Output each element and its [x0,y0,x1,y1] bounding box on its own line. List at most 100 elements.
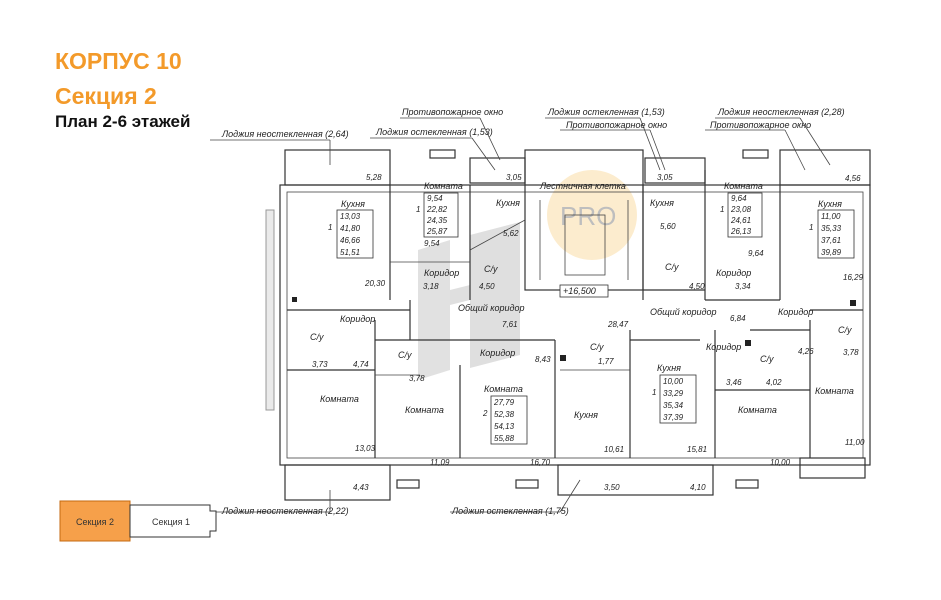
callout-fire-window-3: Противопожарное окно [710,120,811,130]
area-label: 4,74 [353,360,369,369]
area-label: 4,10 [690,483,706,492]
room-bath-2: С/у [665,262,679,272]
apt-table-5: 2 27,79 52,38 54,13 55,88 [482,395,528,445]
apt-area: 23,08 [730,205,752,214]
area-label: 3,50 [604,483,620,492]
room-kitchen-2: Кухня [496,198,520,208]
room-kitchen-4: Кухня [818,199,842,209]
area-label: 15,81 [687,445,707,454]
area-label: 1,77 [598,357,614,366]
apt-area: 37,39 [663,413,684,422]
apt-area: 25,87 [426,227,448,236]
area-label: 4,02 [766,378,782,387]
apt-area: 10,00 [663,377,684,386]
room-bath-6: С/у [590,342,604,352]
apt-number: 2 [482,409,488,418]
room-corridor-6: Коридор [706,342,741,352]
apt-area: 54,13 [494,422,515,431]
callout-fire-window-1: Противопожарное окно [402,107,503,117]
apt-table-1: 1 13,03 41,80 46,66 51,51 [328,209,374,259]
room-room-3: Комната [320,394,359,404]
area-label: 3,18 [423,282,439,291]
apt-area: 11,00 [821,212,841,221]
apt-area: 37,61 [821,236,841,245]
room-corridor-1: Коридор [424,268,459,278]
area-label: 4,43 [353,483,369,492]
apt-table-2: 1 9,54 22,82 24,35 25,87 [416,192,459,238]
apt-table-4: 1 11,00 35,33 37,61 39,89 [809,209,855,259]
apt-area: 41,80 [340,224,361,233]
apt-number: 1 [652,388,656,397]
area-label: 16,70 [530,458,551,467]
key-plan-active-section[interactable] [59,500,131,542]
area-label: 5,60 [660,222,676,231]
apt-area: 55,88 [494,434,515,443]
apt-area: 51,51 [340,248,360,257]
key-plan-active-label: Секция 2 [76,517,114,527]
apt-area: 33,29 [663,389,684,398]
room-bath-7: С/у [760,354,774,364]
callout-loggia-open-left: Лоджия неостекленная (2,64) [221,129,349,139]
room-room-1: Комната [424,181,463,191]
area-label: 16,29 [843,273,864,282]
area-label: 3,34 [735,282,751,291]
apt-area: 26,13 [730,227,752,236]
level-mark: +16,500 [563,286,596,296]
room-room-5: Комната [484,384,523,394]
apt-area: 9,64 [731,194,747,203]
apt-area: 35,33 [821,224,842,233]
callout-loggia-glazed-1: Лоджия остекленная (1,53) [375,127,493,137]
area-label: 13,03 [355,444,376,453]
watermark-text: PRO [560,201,616,231]
apt-area: 27,79 [493,398,515,407]
apt-area: 39,89 [821,248,842,257]
area-label: 3,73 [312,360,328,369]
room-kitchen-3: Кухня [650,198,674,208]
apt-number: 1 [809,223,813,232]
section-title: Секция 2 [55,83,157,109]
area-label: 3,05 [506,173,522,182]
area-label: 9,64 [748,249,764,258]
room-kitchen-6: Кухня [657,363,681,373]
apt-number: 1 [720,205,724,214]
room-bath-4: С/у [838,325,852,335]
area-label: 3,78 [843,348,859,357]
room-corridor-3: Коридор [340,314,375,324]
key-plan: Секция 2 Секция 1 [59,500,217,542]
apt-area: 24,61 [730,216,751,225]
area-labels: 5,28 3,05 3,05 4,56 5,62 9,54 5,60 9,64 … [312,173,865,492]
area-label: 10,61 [604,445,624,454]
room-kitchen-5: Кухня [574,410,598,420]
room-corridor-5: Коридор [480,348,515,358]
watermark: PRO [418,170,637,380]
apt-area: 9,54 [427,194,443,203]
room-room-4: Комната [405,405,444,415]
area-label: 3,78 [409,374,425,383]
apt-area: 35,34 [663,401,684,410]
callout-loggia-glazed-2: Лоджия остекленная (1,53) [547,107,665,117]
key-plan-other-label: Секция 1 [152,517,190,527]
room-bath-3: С/у [310,332,324,342]
stair-label: Лестничная клетка [539,181,626,191]
common-corridor-2: Общий коридор [650,307,717,317]
room-corridor-4: Коридор [778,307,813,317]
area-label: 5,62 [503,229,519,238]
room-room-6: Комната [738,405,777,415]
area-label: 4,56 [845,174,861,183]
plan-title: План 2-6 этажей [55,112,191,131]
room-room-2: Комната [724,181,763,191]
room-bath-5: С/у [398,350,412,360]
callout-loggia-open-right: Лоджия неостекленная (2,28) [717,107,845,117]
room-kitchen-1: Кухня [341,199,365,209]
area-label: 5,28 [366,173,382,182]
area-label: 3,46 [726,378,742,387]
apt-number: 1 [416,205,420,214]
callout-loggia-glazed-bottom: Лоджия остекленная (1,75) [451,506,569,516]
apt-number: 1 [328,223,332,232]
area-label: 28,47 [607,320,629,329]
key-plan-other-section[interactable] [129,504,217,538]
area-label: 20,30 [364,279,386,288]
area-label: 8,43 [535,355,551,364]
area-label: 3,05 [657,173,673,182]
